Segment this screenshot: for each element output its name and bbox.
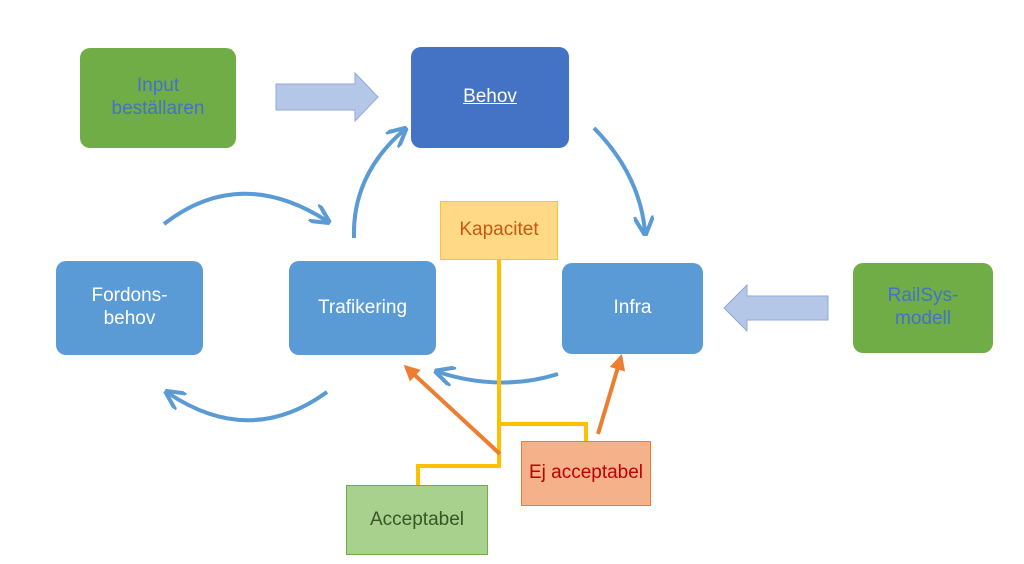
arrow-trafikering-to-fordon xyxy=(168,392,329,423)
arrow-trafikering-to-behov xyxy=(351,130,404,239)
arrow-behov-to-infra xyxy=(592,126,645,232)
fordonsbehov-node: Fordons- behov xyxy=(56,261,203,355)
trafikering-node: Trafikering xyxy=(289,261,436,355)
acceptabel-node: Acceptabel xyxy=(346,485,488,555)
kapacitet-label: Kapacitet xyxy=(459,219,539,241)
input-label-line1: Input xyxy=(136,75,180,97)
railsys-node: RailSys- modell xyxy=(853,263,993,353)
fordonsbehov-label-line2: behov xyxy=(103,308,156,329)
arrow-ej-to-trafikering xyxy=(403,364,502,456)
kapacitet-node: Kapacitet xyxy=(440,201,558,260)
trafikering-label: Trafikering xyxy=(317,296,408,318)
ej-acceptabel-label: Ej acceptabel xyxy=(528,462,644,484)
infra-label: Infra xyxy=(613,297,652,319)
line-kapacitet-to-ej-acceptabel xyxy=(497,260,588,441)
block-arrow-railsys-to-infra xyxy=(723,283,829,333)
ej-acceptabel-node: Ej acceptabel xyxy=(521,441,651,506)
block-arrow-input-to-behov xyxy=(275,71,379,123)
railsys-label-line1: RailSys- xyxy=(887,285,959,307)
acceptabel-label: Acceptabel xyxy=(369,508,464,530)
line-kapacitet-to-acceptabel xyxy=(416,424,501,486)
infra-node: Infra xyxy=(562,263,703,354)
behov-node: Behov xyxy=(411,47,569,148)
fordonsbehov-label-line1: Fordons- xyxy=(91,285,168,307)
arrow-ej-to-infra xyxy=(596,353,626,435)
arrow-fordon-to-trafikering xyxy=(162,191,327,224)
railsys-label-line2: modell xyxy=(895,308,951,329)
behov-label: Behov xyxy=(463,86,517,108)
input-node: Input beställaren xyxy=(80,48,236,148)
input-label-line2: beställaren xyxy=(111,98,205,119)
